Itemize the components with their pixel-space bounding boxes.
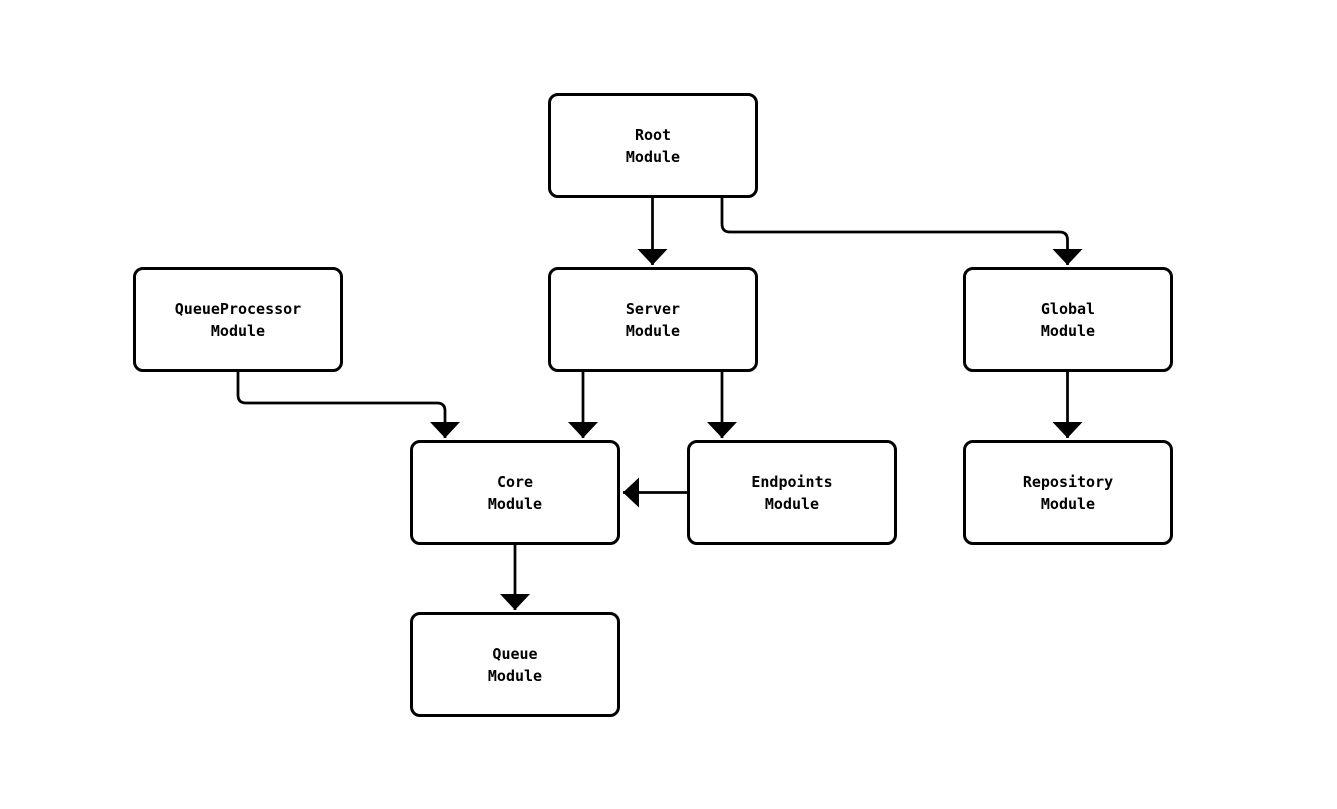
node-repository-module: Repository Module [963,440,1173,545]
node-server-module: Server Module [548,267,758,372]
node-queueprocessor-module-label: QueueProcessor Module [174,299,302,340]
node-global-module-label: Global Module [1040,299,1096,340]
node-core-module-label: Core Module [487,472,543,513]
node-global-module: Global Module [963,267,1173,372]
node-root-module-label: Root Module [625,125,681,166]
node-queueprocessor-module: QueueProcessor Module [133,267,343,372]
node-queue-module: Queue Module [410,612,620,717]
node-server-module-label: Server Module [625,299,681,340]
node-queue-module-label: Queue Module [487,644,543,685]
node-endpoints-module-label: Endpoints Module [751,472,833,513]
node-endpoints-module: Endpoints Module [687,440,897,545]
edge-queueprocessor-to-core [236,372,460,438]
edge-root-to-global [720,198,1083,265]
node-core-module: Core Module [410,440,620,545]
node-repository-module-label: Repository Module [1022,472,1114,513]
node-root-module: Root Module [548,93,758,198]
